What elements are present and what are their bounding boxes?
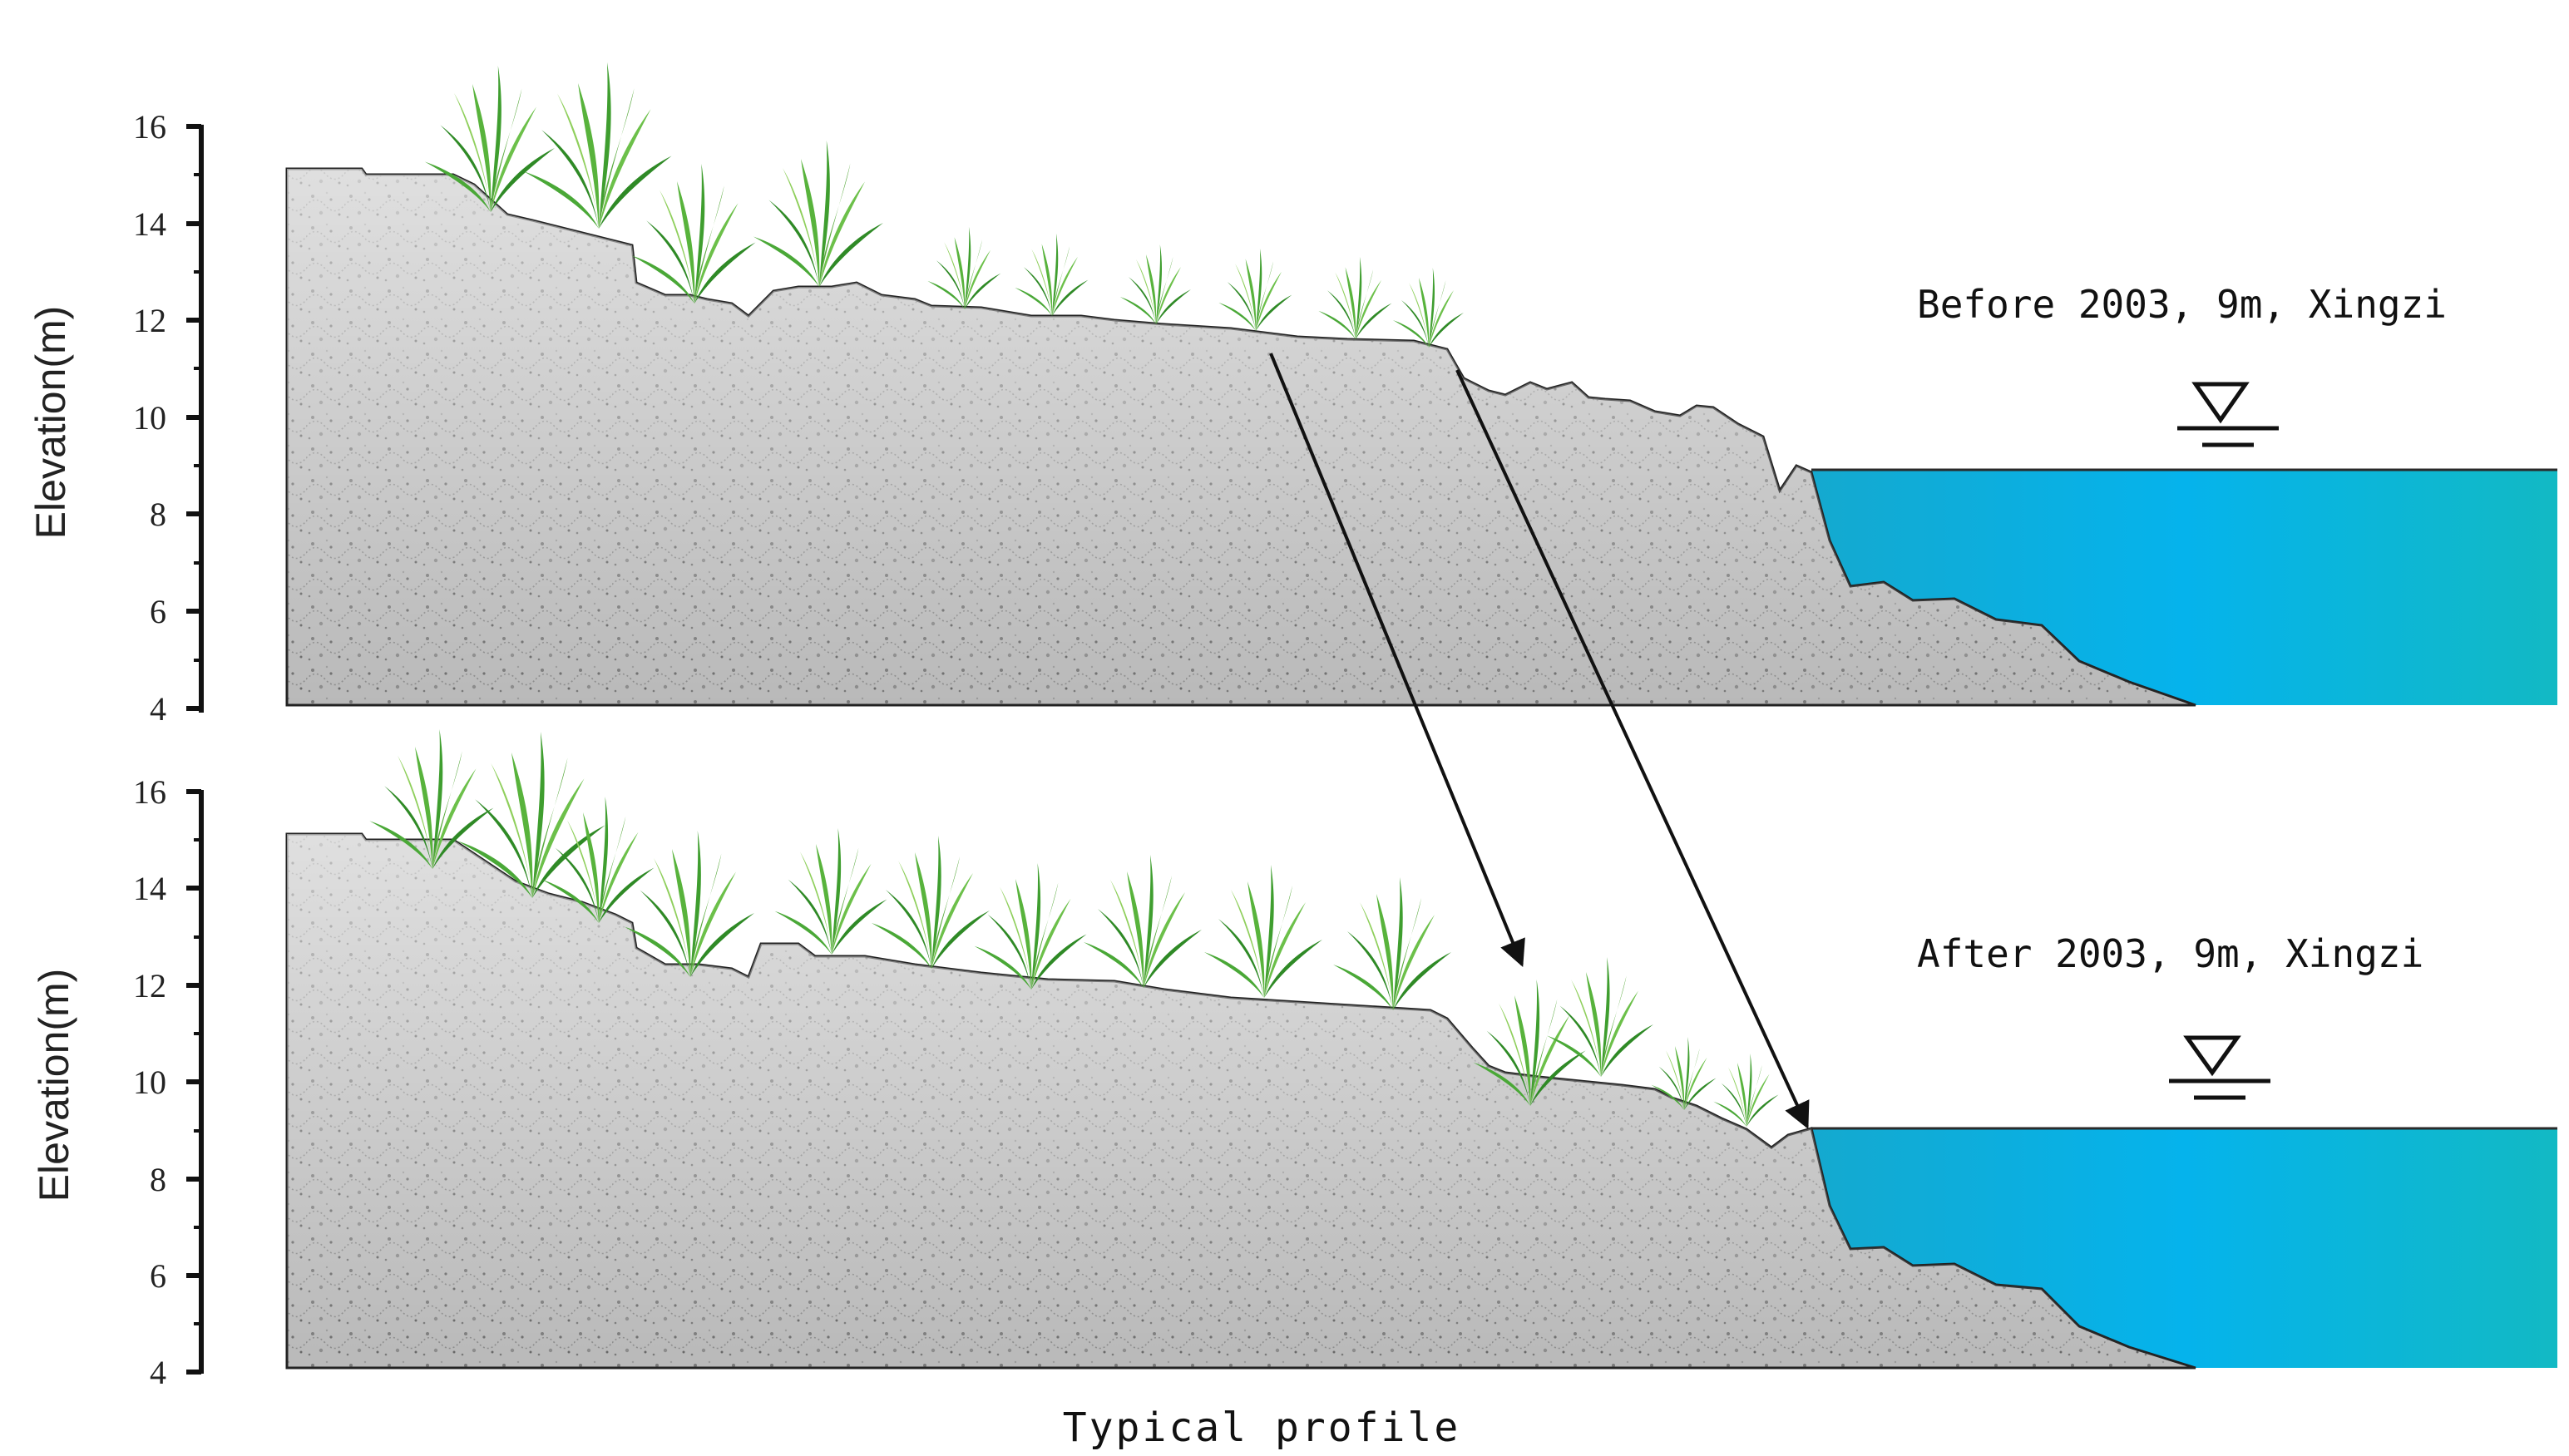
grass-tuft-icon [974, 863, 1087, 990]
tick-label: 12 [133, 302, 166, 339]
grass-tuft-icon [1318, 256, 1392, 339]
panel-before: Before 2003, 9m, Xingzi [285, 62, 2557, 707]
panel-label-after: After 2003, 9m, Xingzi [1917, 931, 2423, 976]
arrow-shoreline-shift [1455, 369, 1810, 1129]
y-axis-bottom [186, 789, 204, 1375]
water-body [1811, 1128, 2557, 1368]
panel-label-before: Before 2003, 9m, Xingzi [1917, 282, 2447, 327]
grass-tuft-icon [1333, 877, 1451, 1010]
soil-highlight [287, 834, 2196, 1368]
grass-tuft-icon [1084, 855, 1202, 988]
grass-tuft-icon [1015, 233, 1089, 316]
grass-tuft-icon [927, 226, 1001, 309]
grass-tuft-icon [753, 141, 883, 287]
grass-tuft-icon [1547, 957, 1653, 1077]
tick-label: 10 [133, 1064, 166, 1101]
tick-label: 10 [133, 399, 166, 437]
grass-tuft-icon [1218, 248, 1292, 331]
tick-label: 8 [150, 496, 166, 533]
water-level-symbol-icon [2169, 1035, 2270, 1100]
tick-label: 14 [133, 205, 166, 243]
tick-label: 12 [133, 967, 166, 1004]
soil-highlight [287, 169, 2196, 705]
y-axis-title-bottom: Elevation(m) [31, 969, 77, 1202]
grass-tuft-icon [1204, 865, 1322, 998]
y-axis-top [186, 124, 204, 713]
grass-tuft-icon [631, 164, 756, 304]
grass-tuft-icon [774, 828, 887, 955]
grass-tuft-icon [524, 62, 672, 229]
tick-label: 16 [133, 773, 166, 811]
grass-tuft-icon [1119, 244, 1191, 324]
tick-label: 8 [150, 1161, 166, 1198]
tick-label: 6 [150, 1257, 166, 1295]
tick-label: 4 [150, 690, 166, 728]
grass-tuft-icon [1392, 268, 1464, 348]
shift-arrows [1269, 353, 1810, 1129]
x-caption: Typical profile [1063, 1404, 1460, 1451]
water-body [1811, 470, 2557, 705]
water-level-symbol-icon [2177, 382, 2279, 447]
y-axis-bottom-minor [194, 838, 201, 1325]
arrow-vegetation-shift [1269, 353, 1525, 967]
grass-tuft-icon [872, 836, 990, 969]
panel-after: After 2003, 9m, Xingzi [285, 729, 2557, 1370]
tick-label: 4 [150, 1354, 166, 1391]
tick-label: 14 [133, 870, 166, 907]
tick-label: 6 [150, 593, 166, 630]
y-axis-top-minor [194, 173, 201, 662]
y-axis-title-top: Elevation(m) [27, 306, 74, 540]
grass-tuft-icon [1713, 1054, 1779, 1127]
tick-label: 16 [133, 108, 166, 146]
